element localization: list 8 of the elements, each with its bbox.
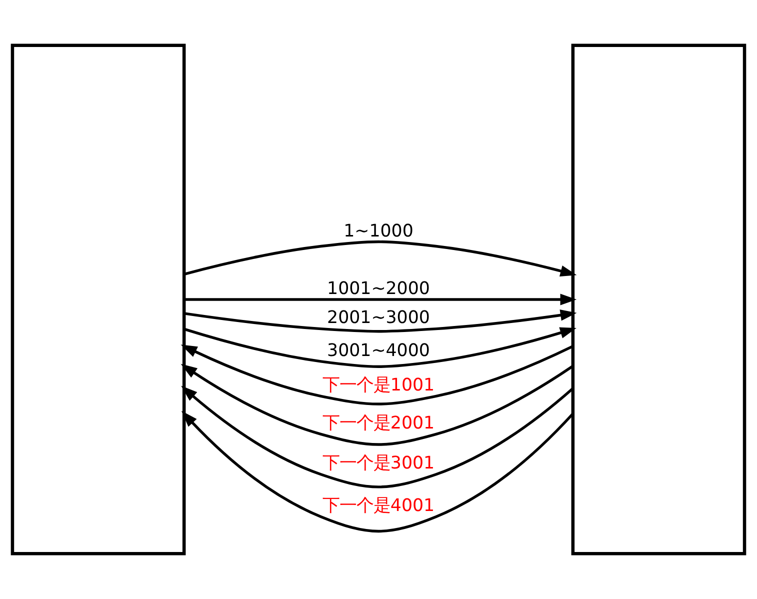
edge-label: 下一个是1001 [322, 376, 435, 396]
edge-label: 下一个是4001 [322, 496, 435, 516]
edge-label: 3001~4000 [327, 340, 430, 361]
edge-label: 1~1000 [344, 221, 414, 242]
edge-label: 下一个是3001 [322, 454, 435, 474]
edge-label: 下一个是2001 [322, 414, 435, 434]
edge-label: 1001~2000 [327, 278, 430, 299]
edge-label: 2001~3000 [327, 308, 430, 328]
